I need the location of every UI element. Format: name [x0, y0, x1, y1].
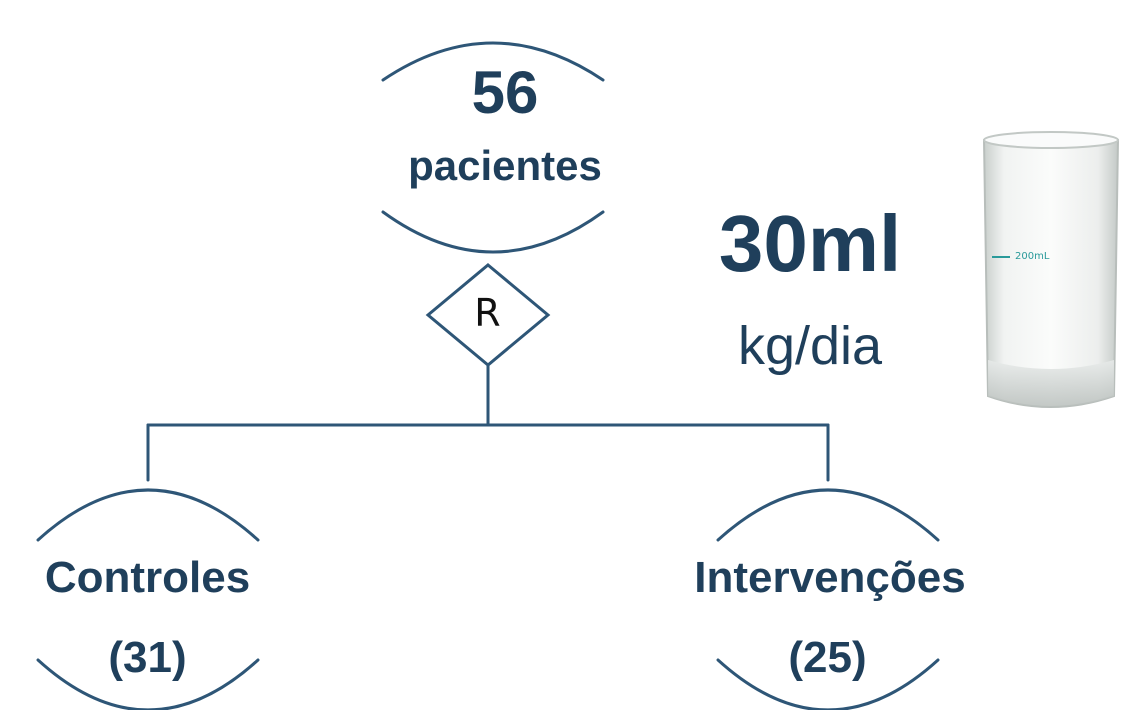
left-node-label: Controles — [44, 553, 251, 602]
left-node-arc-top — [36, 488, 260, 542]
randomization-label: R — [474, 291, 501, 335]
dose-value: 30ml — [718, 199, 902, 288]
right-node-count: (25) — [788, 633, 867, 682]
right-node-arc-top — [716, 488, 940, 542]
right-node-label: Intervenções — [694, 553, 966, 602]
dose-unit: kg/dia — [737, 316, 883, 376]
top-node-arc-bottom — [381, 210, 605, 254]
top-node-label: pacientes — [408, 142, 602, 189]
glass-mark-label: 200mL — [1015, 251, 1050, 262]
water-glass-icon: 200mL — [982, 131, 1120, 408]
top-node-arc-top — [381, 41, 605, 82]
top-node-count: 56 — [471, 59, 539, 126]
left-node-count: (31) — [108, 633, 187, 682]
